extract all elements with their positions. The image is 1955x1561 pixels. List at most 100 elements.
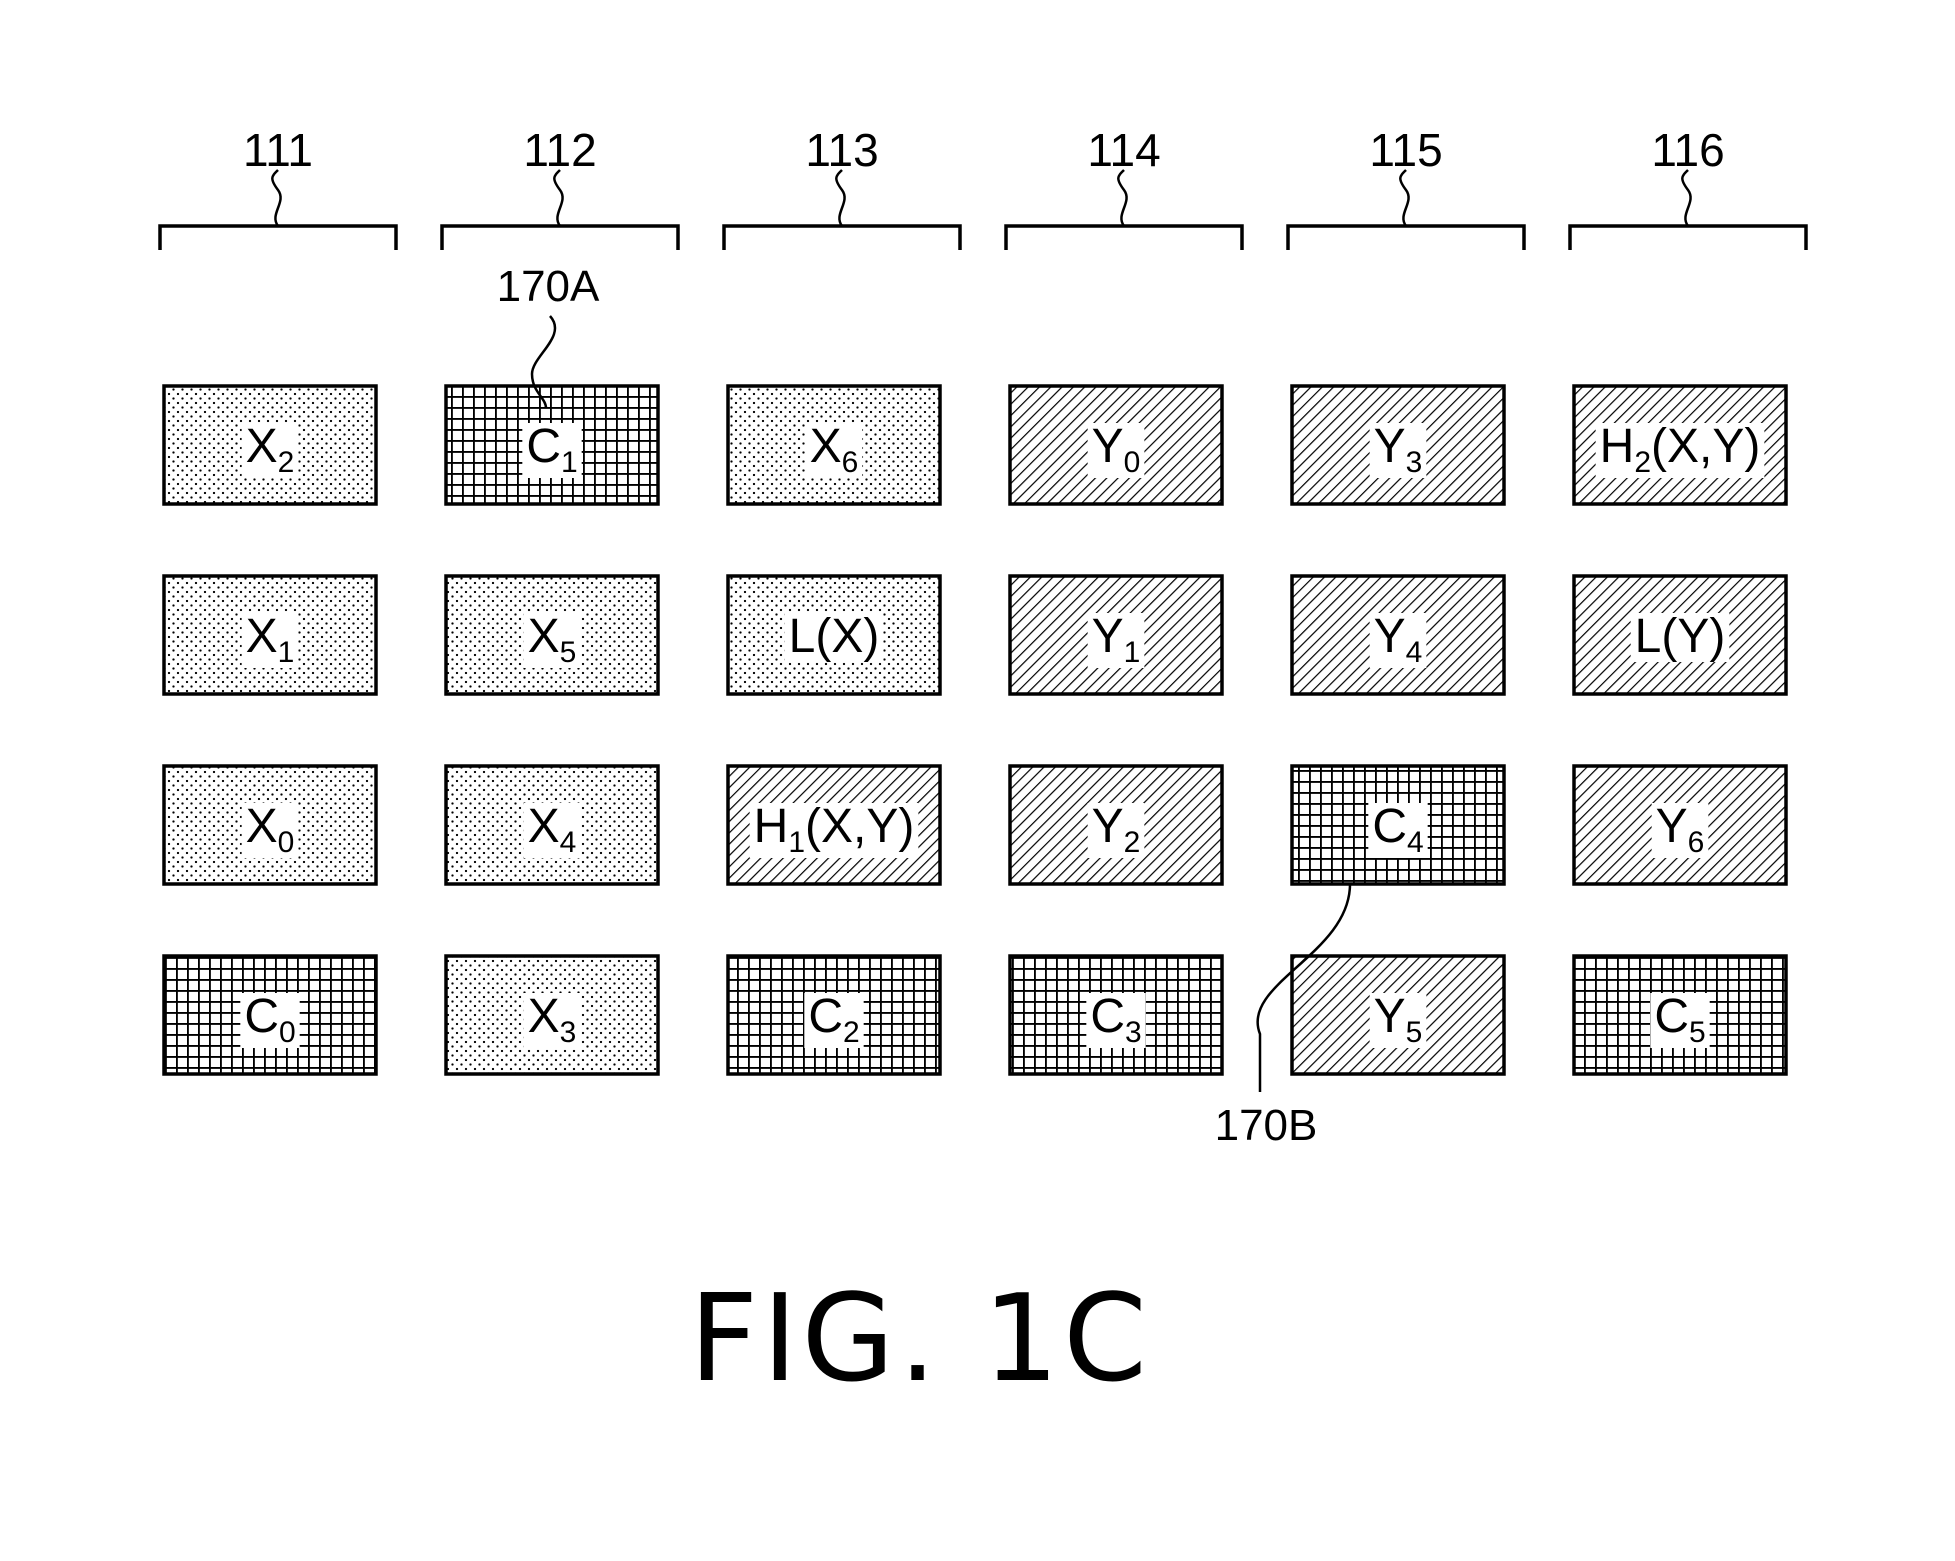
block-label-base: X [810,420,842,473]
block-label: L(Y) [1635,610,1726,663]
drive-114: 114 [1006,124,1242,250]
block-b-1-0: C1 [446,386,658,504]
block-b-1-1: X5 [446,576,658,694]
block-label-base: C [1372,800,1407,853]
block-b-1-2: X4 [446,766,658,884]
block-label-base: X [528,610,560,663]
block-label-base: L(Y) [1635,610,1726,663]
drive-115: 115 [1288,124,1524,250]
block-label-subscript: 3 [560,1016,577,1049]
drive-112: 112 [442,124,678,250]
block-label: H2(X,Y) [1600,420,1761,479]
block-label-subscript: 4 [1407,826,1424,859]
block-label-base: X [246,420,278,473]
drive-leader [1118,170,1126,226]
block-b-2-2: H1(X,Y) [728,766,940,884]
block-label-subscript: 1 [788,826,805,859]
block-label-subscript: 3 [1125,1016,1142,1049]
block-label-subscript: 4 [560,826,577,859]
drive-116: 116 [1570,124,1806,250]
block-label-base: Y [1374,610,1406,663]
block-label-base: C [1654,990,1689,1043]
block-b-0-2: X0 [164,766,376,884]
drive-label: 114 [1087,124,1160,176]
block-label-base: X [246,610,278,663]
block-grid: X2C1X6Y0Y3H2(X,Y)X1X5L(X)Y1Y4L(Y)X0X4H1(… [164,386,1786,1074]
block-label-base: H [754,800,789,853]
block-b-0-1: X1 [164,576,376,694]
block-label-base: Y [1374,990,1406,1043]
drive-bracket [160,226,396,250]
block-label-base: Y [1092,420,1124,473]
block-label-base: X [528,990,560,1043]
block-label-subscript: 0 [279,1016,296,1049]
block-label-subscript: 2 [1634,446,1651,479]
block-label-subscript: 5 [560,636,577,669]
drive-label: 113 [805,124,878,176]
drive-label: 111 [243,124,313,176]
block-label-base: H [1600,420,1635,473]
block-label-subscript: 2 [1124,826,1141,859]
block-b-5-0: H2(X,Y) [1574,386,1786,504]
drive-111: 111 [160,124,396,250]
callout-label: 170A [497,262,600,311]
figure-caption: FIG. 1C [689,1270,1151,1409]
drive-bracket [442,226,678,250]
block-label-base: Y [1374,420,1406,473]
block-b-5-2: Y6 [1574,766,1786,884]
block-label-subscript: 0 [1124,446,1141,479]
block-label-subscript: 1 [278,636,295,669]
drive-label: 112 [523,124,596,176]
block-label-subscript: 5 [1689,1016,1706,1049]
block-label-subscript: 6 [842,446,859,479]
drive-leader [554,170,562,226]
block-b-3-2: Y2 [1010,766,1222,884]
block-label-base: Y [1656,800,1688,853]
block-label-base: C [1090,990,1125,1043]
block-label-subscript: 6 [1688,826,1705,859]
block-label-base: C [808,990,843,1043]
drive-leader [272,170,280,226]
block-label-base: Y [1092,800,1124,853]
block-label-subscript: 2 [278,446,295,479]
block-b-5-3: C5 [1574,956,1786,1074]
block-b-5-1: L(Y) [1574,576,1786,694]
block-label: H1(X,Y) [754,800,915,859]
drive-bracket [1570,226,1806,250]
block-b-4-2: C4 [1292,766,1504,884]
block-label: L(X) [789,610,880,663]
block-label-base: Y [1092,610,1124,663]
drive-leader [1400,170,1408,226]
drive-bracket [1288,226,1524,250]
block-label-base: C [526,420,561,473]
block-b-0-3: C0 [164,956,376,1074]
block-label-rest: (X,Y) [805,800,914,853]
block-label-subscript: 4 [1406,636,1423,669]
drive-label: 116 [1651,124,1724,176]
block-b-0-0: X2 [164,386,376,504]
block-b-4-0: Y3 [1292,386,1504,504]
callout-label: 170B [1215,1101,1318,1150]
drive-brackets: 111 112 113 114 115 116 [160,124,1806,250]
drive-leader [1682,170,1690,226]
block-label-base: C [244,990,279,1043]
block-label-subscript: 1 [1124,636,1141,669]
block-b-3-0: Y0 [1010,386,1222,504]
drive-bracket [1006,226,1242,250]
drive-label: 115 [1369,124,1442,176]
block-b-2-0: X6 [728,386,940,504]
block-label-subscript: 1 [561,446,578,479]
block-label-base: X [528,800,560,853]
block-label-subscript: 5 [1406,1016,1423,1049]
block-b-1-3: X3 [446,956,658,1074]
block-b-4-3: Y5 [1292,956,1504,1074]
block-label-subscript: 0 [278,826,295,859]
block-label-rest: (X,Y) [1651,420,1760,473]
block-b-3-3: C3 [1010,956,1222,1074]
drive-113: 113 [724,124,960,250]
block-label-base: X [246,800,278,853]
block-b-2-3: C2 [728,956,940,1074]
block-label-subscript: 2 [843,1016,860,1049]
drive-bracket [724,226,960,250]
